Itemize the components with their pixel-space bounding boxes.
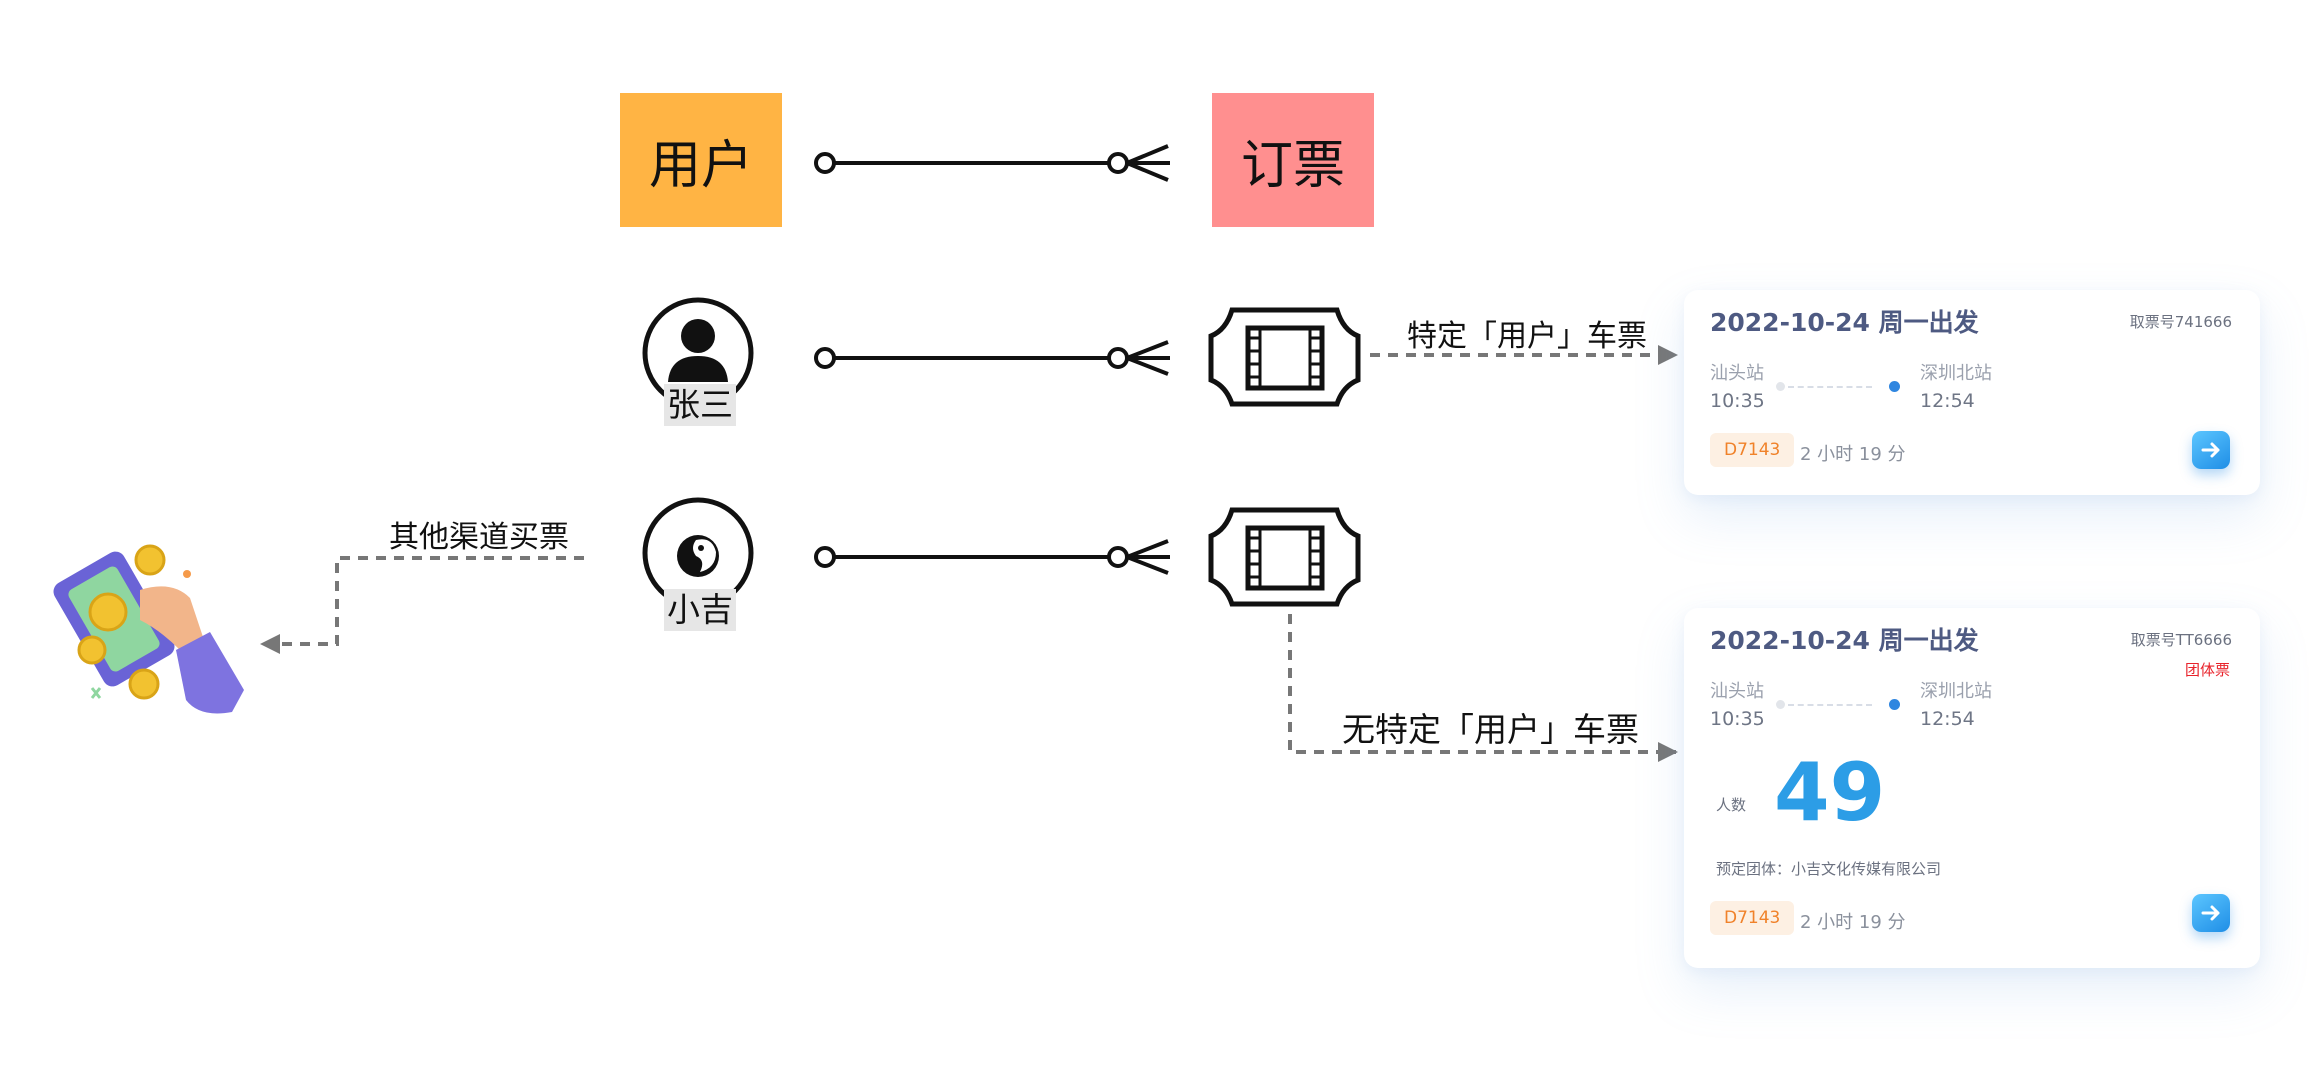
passenger-count: 49 bbox=[1774, 746, 1886, 839]
from-station: 汕头站 bbox=[1710, 681, 1764, 702]
entity-user-label: 用户 bbox=[648, 135, 753, 196]
relationship-one-to-many-user1 bbox=[814, 340, 1170, 376]
entity-booking-label: 订票 bbox=[1240, 135, 1345, 196]
ticket-number: 取票号TT6666 bbox=[2130, 631, 2232, 649]
relationship-one-to-many-user2 bbox=[814, 539, 1170, 575]
route-line bbox=[1788, 386, 1872, 388]
flow-other-channel-arrow bbox=[260, 556, 584, 654]
arrow-right-button[interactable] bbox=[2192, 894, 2230, 932]
route-end-dot bbox=[1889, 699, 1900, 710]
trip-duration: 2 小时 19 分 bbox=[1800, 912, 1906, 933]
flow-nonspecific-label: 无特定「用户」车票 bbox=[1342, 710, 1639, 749]
from-time: 10:35 bbox=[1710, 390, 1765, 412]
trip-duration: 2 小时 19 分 bbox=[1800, 444, 1906, 465]
arrow-right-button[interactable] bbox=[2192, 431, 2230, 469]
to-station: 深圳北站 bbox=[1920, 681, 1992, 702]
ticket-icon bbox=[1208, 307, 1361, 407]
train-number-badge: D7143 bbox=[1710, 901, 1795, 935]
to-time: 12:54 bbox=[1920, 708, 1975, 730]
route-start-dot bbox=[1776, 382, 1785, 391]
ticket-number: 取票号741666 bbox=[2129, 313, 2232, 331]
booking-team: 预定团体：小吉文化传媒有限公司 bbox=[1716, 860, 1942, 878]
ticket-card-specific[interactable]: 2022-10-24 周一出发 取票号741666 汕头站 10:35 深圳北站… bbox=[1684, 290, 2260, 495]
entity-booking: 订票 bbox=[1212, 93, 1374, 227]
relationship-one-to-many-entities bbox=[814, 144, 1170, 182]
arrow-right-icon bbox=[2201, 442, 2220, 458]
route-line bbox=[1788, 704, 1872, 706]
route-start-dot bbox=[1776, 700, 1785, 709]
flow-nonspecific-arrow bbox=[1288, 614, 1678, 762]
passenger-count-label: 人数 bbox=[1716, 796, 1747, 814]
from-time: 10:35 bbox=[1710, 708, 1765, 730]
from-station: 汕头站 bbox=[1710, 363, 1764, 384]
departure-date: 2022-10-24 周一出发 bbox=[1710, 308, 1979, 337]
user1-name: 张三 bbox=[664, 384, 736, 426]
to-station: 深圳北站 bbox=[1920, 363, 1992, 384]
train-number-badge: D7143 bbox=[1710, 433, 1795, 467]
entity-user: 用户 bbox=[620, 93, 782, 227]
ticket-icon bbox=[1208, 507, 1361, 607]
arrow-right-icon bbox=[2201, 905, 2220, 921]
person-icon bbox=[642, 297, 754, 409]
hand-payment-illustration bbox=[53, 544, 244, 714]
flow-specific-label: 特定「用户」车票 bbox=[1407, 319, 1647, 354]
flow-other-channel-label: 其他渠道买票 bbox=[389, 520, 569, 555]
user2-name: 小吉 bbox=[664, 589, 736, 631]
to-time: 12:54 bbox=[1920, 390, 1975, 412]
route-end-dot bbox=[1889, 381, 1900, 392]
ticket-card-group[interactable]: 2022-10-24 周一出发 取票号TT6666 团体票 汕头站 10:35 … bbox=[1684, 608, 2260, 968]
group-ticket-badge: 团体票 bbox=[2184, 661, 2230, 679]
departure-date: 2022-10-24 周一出发 bbox=[1710, 626, 1979, 655]
